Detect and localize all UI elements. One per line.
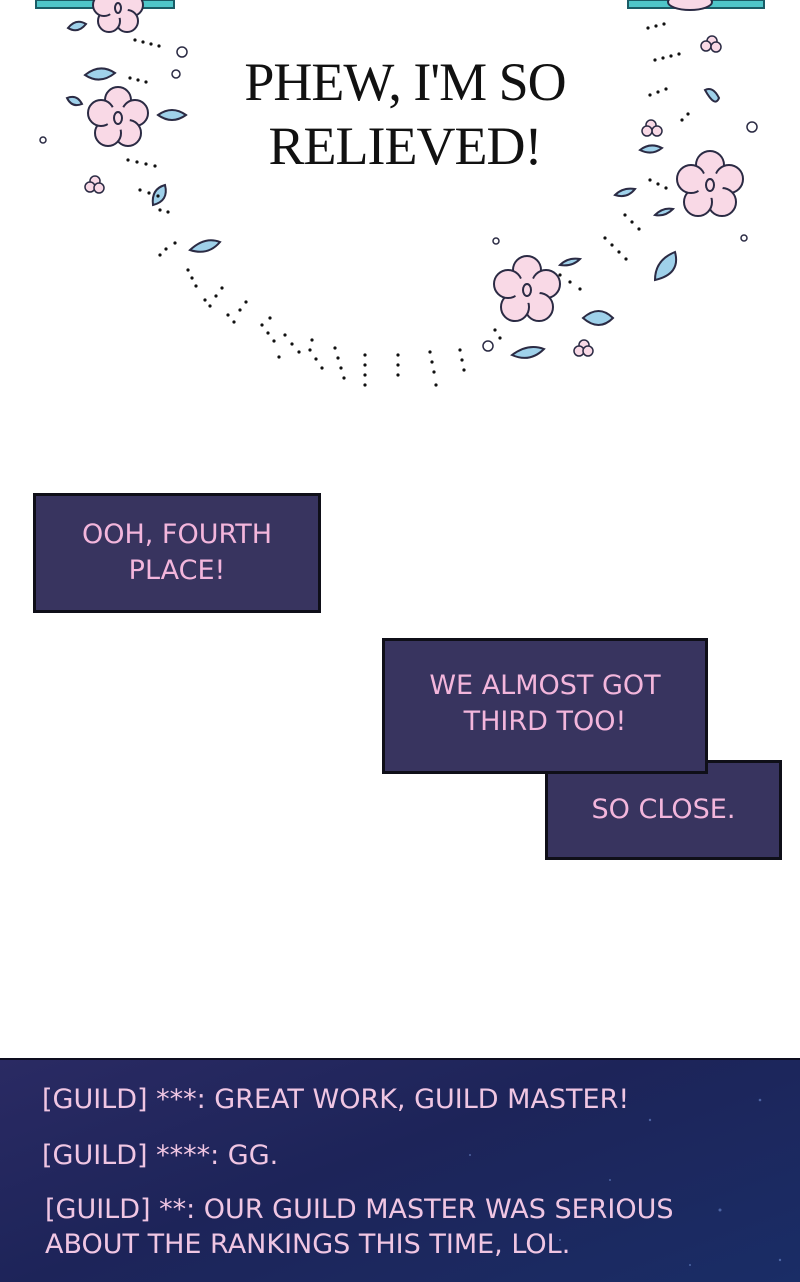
chat-message: [GUILD] ****: GG. xyxy=(42,1140,279,1171)
narration-text: WE ALMOST GOT THIRD TOO! xyxy=(429,670,661,737)
narration-box-joiner xyxy=(548,757,705,765)
starfield-decoration xyxy=(469,1089,782,1266)
narration-box-fourth-place: OOH, FOURTH PLACE! xyxy=(33,493,321,613)
dotted-wreath-lines xyxy=(126,22,690,387)
flower-wreath-decoration xyxy=(35,0,765,387)
narration-box-so-close: SO CLOSE. xyxy=(545,760,782,860)
bubble-dot xyxy=(39,46,758,352)
flower-icon xyxy=(676,150,744,217)
chat-message: [GUILD] ***: GREAT WORK, GUILD MASTER! xyxy=(42,1084,630,1115)
speech-text: PHEW, I'M SO RELIEVED! xyxy=(244,52,566,176)
guild-chat-panel: [GUILD] ***: GREAT WORK, GUILD MASTER! [… xyxy=(0,1058,800,1282)
blue-petal-icon xyxy=(65,20,721,359)
flower-icon xyxy=(667,0,713,11)
flower-icon xyxy=(493,255,561,322)
chat-message: [GUILD] **: OUR GUILD MASTER WAS SERIOUS… xyxy=(45,1194,683,1260)
narration-text: OOH, FOURTH PLACE! xyxy=(81,519,273,586)
speech-bubble: PHEW, I'M SO RELIEVED! xyxy=(0,0,800,420)
narration-box-almost-third: WE ALMOST GOT THIRD TOO! xyxy=(382,638,708,774)
flower-icon xyxy=(92,0,144,33)
small-flower-icon xyxy=(84,35,722,357)
flower-icon xyxy=(87,86,149,147)
narration-text: SO CLOSE. xyxy=(591,794,736,825)
